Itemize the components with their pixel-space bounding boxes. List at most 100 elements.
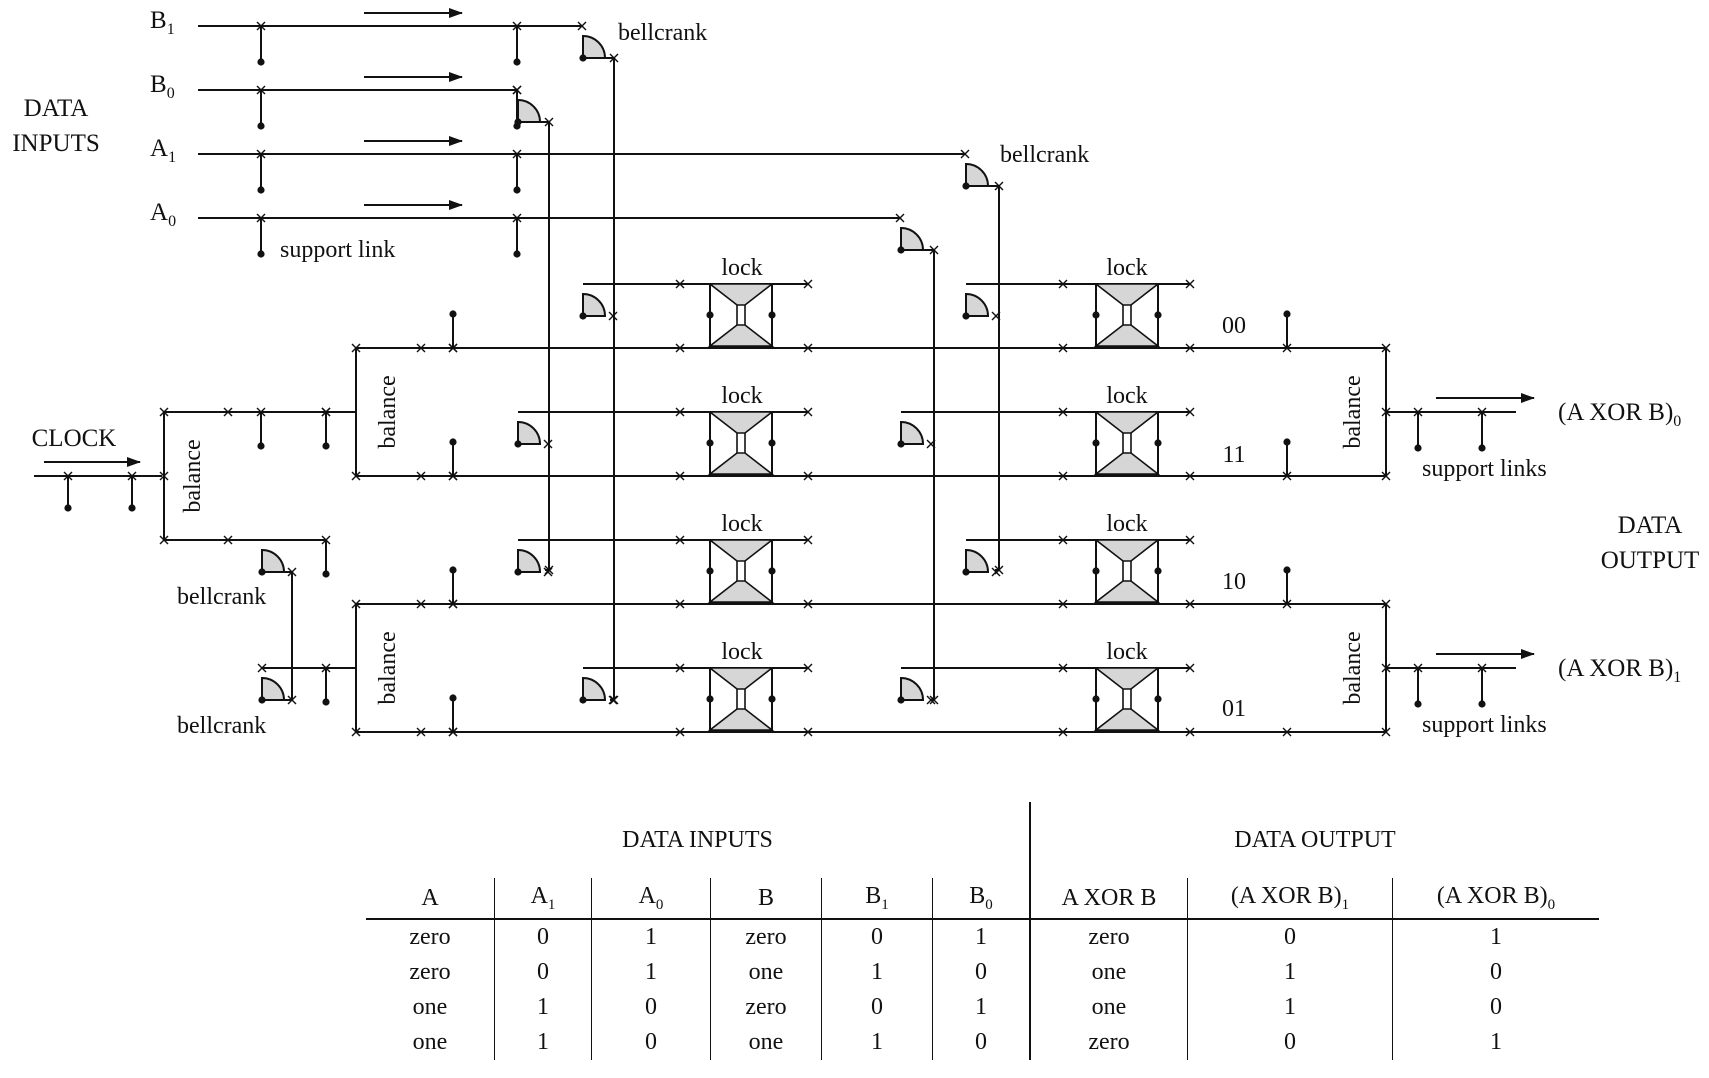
pivot-dot: [64, 504, 72, 512]
pivot-dot: [513, 186, 521, 194]
joint-cross: [159, 471, 169, 481]
bellcrank-label: bellcrank: [177, 713, 266, 739]
joint-cross: [675, 727, 685, 737]
data-inputs-label: INPUTS: [12, 130, 100, 157]
state-code-label: 11: [1222, 442, 1245, 468]
table-cell: 0: [1490, 959, 1502, 985]
joint-cross: [159, 407, 169, 417]
pivot-dot: [1414, 700, 1422, 708]
joint-cross: [1058, 727, 1068, 737]
data-output-label: DATA: [1618, 512, 1683, 539]
pivot-dot: [257, 442, 265, 450]
joint-cross: [1058, 279, 1068, 289]
bellcrank-shape: [579, 292, 607, 320]
joint-cross: [675, 663, 685, 673]
joint-cross: [803, 343, 813, 353]
clock-label: CLOCK: [32, 425, 117, 452]
table-cell: zero: [366, 919, 495, 955]
joint-cross: [512, 21, 522, 31]
table-group-data-inputs: DATA INPUTS: [366, 802, 1031, 878]
table-group-data-output: DATA OUTPUT: [1234, 826, 1396, 853]
joint-cross: [675, 535, 685, 545]
state-code-label: 01: [1222, 696, 1246, 722]
table-cell: 1: [1490, 1029, 1502, 1055]
bellcrank-label: bellcrank: [177, 584, 266, 610]
bellcrank-shape: [258, 676, 286, 704]
joint-cross: [675, 471, 685, 481]
joint-cross: [1058, 407, 1068, 417]
table-cell: one: [366, 1025, 495, 1060]
joint-cross: [577, 21, 587, 31]
joint-cross: [321, 535, 331, 545]
joint-cross: [256, 407, 266, 417]
joint-cross: [929, 245, 939, 255]
data-inputs-label: DATA: [24, 95, 89, 122]
lock-shape: [706, 411, 776, 475]
joint-cross: [803, 663, 813, 673]
joint-cross: [448, 727, 458, 737]
lock-shape: [1092, 411, 1162, 475]
lock-label: lock: [721, 383, 762, 409]
joint-cross: [991, 567, 1001, 577]
joint-cross: [416, 343, 426, 353]
table-cell: zero: [366, 955, 495, 990]
lock-label: lock: [721, 511, 762, 537]
data-output-label: OUTPUT: [1601, 547, 1700, 574]
bellcrank-shape: [514, 98, 542, 126]
bellcrank-shape: [897, 420, 925, 448]
joint-cross: [1282, 343, 1292, 353]
table-cell: 0: [494, 955, 592, 990]
table-cell: one: [1030, 990, 1188, 1025]
joint-cross: [416, 727, 426, 737]
joint-cross: [1058, 663, 1068, 673]
joint-cross: [63, 471, 73, 481]
joint-cross: [127, 471, 137, 481]
joint-cross: [512, 149, 522, 159]
clock-balance-label: balance: [180, 439, 206, 512]
joint-cross: [929, 695, 939, 705]
table-cell: 0: [1187, 919, 1393, 955]
state-code-label: 00: [1222, 313, 1246, 339]
lock-shape: [1092, 283, 1162, 347]
bellcrank-shape: [258, 548, 286, 576]
lock-shape: [706, 539, 776, 603]
joint-cross: [1185, 535, 1195, 545]
table-cell: 1: [1490, 924, 1502, 950]
joint-cross: [1185, 727, 1195, 737]
joint-cross: [416, 471, 426, 481]
joint-cross: [1413, 663, 1423, 673]
input-label: B0: [150, 71, 175, 102]
table-column-header: (A XOR B)0: [1392, 878, 1599, 920]
joint-cross: [1058, 471, 1068, 481]
table-column-header: (A XOR B)1: [1187, 878, 1393, 920]
joint-cross: [803, 471, 813, 481]
table-cell: zero: [1030, 1025, 1188, 1060]
support-link-label: support link: [280, 237, 395, 263]
table-cell: one: [366, 990, 495, 1025]
joint-cross: [544, 117, 554, 127]
joint-cross: [1477, 663, 1487, 673]
joint-cross: [803, 535, 813, 545]
lock-shape: [1092, 539, 1162, 603]
table-cell: zero: [710, 919, 822, 955]
joint-cross: [803, 727, 813, 737]
support-links-label: support links: [1422, 712, 1547, 738]
table-column-header: B: [710, 878, 822, 920]
pivot-dot: [1283, 438, 1291, 446]
joint-cross: [257, 663, 267, 673]
pivot-dot: [449, 566, 457, 574]
table-cell: one: [710, 955, 822, 990]
input-label: A0: [150, 199, 176, 230]
table-cell: one: [710, 1025, 822, 1060]
input-label: A1: [150, 135, 176, 166]
pivot-dot: [1414, 444, 1422, 452]
joint-cross: [448, 471, 458, 481]
joint-cross: [448, 343, 458, 353]
joint-cross: [1381, 727, 1391, 737]
drop-rod-a1: [966, 185, 1000, 571]
bellcrank-shape: [897, 676, 925, 704]
joint-cross: [256, 21, 266, 31]
bellcrank-shape: [579, 34, 607, 62]
